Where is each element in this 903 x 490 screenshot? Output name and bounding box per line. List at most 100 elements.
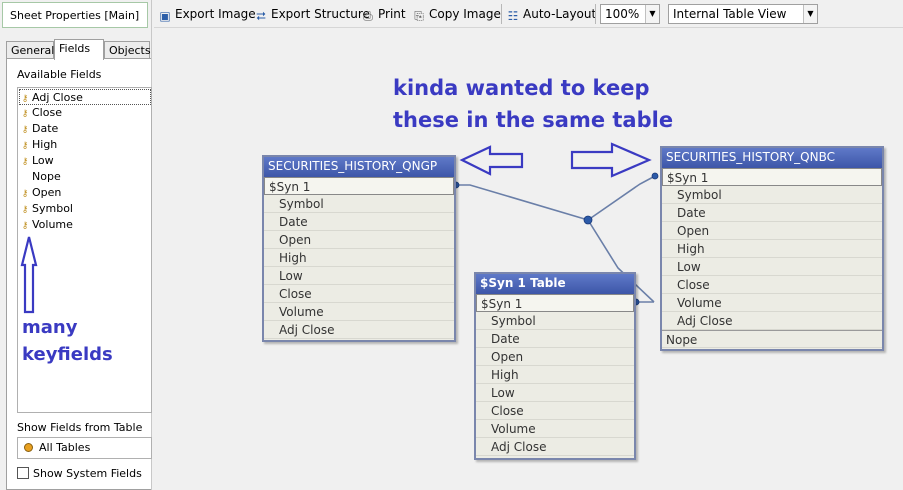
table-field-row[interactable]: Close <box>476 402 634 420</box>
table-field-row[interactable]: Date <box>662 204 882 222</box>
fields-tab-body: Available Fields ⚷Adj Close⚷Close⚷Date⚷H… <box>6 58 152 490</box>
export-image-button[interactable]: ▣ Export Image <box>158 5 256 23</box>
table-title[interactable]: SECURITIES_HISTORY_QNGP <box>264 157 454 177</box>
export-image-label: Export Image <box>175 7 256 21</box>
show-system-fields-label: Show System Fields <box>33 467 142 480</box>
table-field-row[interactable]: Symbol <box>264 195 454 213</box>
table-field-row[interactable]: Nope <box>662 330 882 348</box>
available-fields-label: Available Fields <box>17 68 102 81</box>
annotation-line: kinda wanted to keep <box>393 76 650 100</box>
field-label: Symbol <box>32 202 73 215</box>
view-select[interactable]: Internal Table View ▼ <box>668 4 818 24</box>
copy-image-label: Copy Image <box>429 7 501 21</box>
toolbar-separator <box>501 4 502 24</box>
annotation-same-table: kinda wanted to keep these in the same t… <box>393 72 673 136</box>
table-field-row[interactable]: Adj Close <box>476 438 634 456</box>
table-field-row[interactable]: $Syn 1 <box>264 177 454 195</box>
field-list-item[interactable]: ⚷Date <box>20 121 59 137</box>
sheet-properties-panel: Sheet Properties [Main] General Fields O… <box>0 0 152 490</box>
field-list-item[interactable]: ⚷Adj Close <box>19 89 151 105</box>
field-list-item[interactable]: ⚷Low <box>20 153 54 169</box>
table-field-row[interactable]: Volume <box>264 303 454 321</box>
view-value: Internal Table View <box>673 7 787 21</box>
table-field-row[interactable]: High <box>264 249 454 267</box>
table-field-row[interactable]: $Syn 1 <box>476 294 634 312</box>
printer-icon: ⎙ <box>363 9 373 23</box>
chevron-down-icon[interactable]: ▼ <box>803 5 817 23</box>
table-field-row[interactable]: Low <box>264 267 454 285</box>
chevron-down-icon[interactable]: ▼ <box>645 5 659 23</box>
table-field-row[interactable]: Symbol <box>476 312 634 330</box>
table-field-row[interactable]: Date <box>476 330 634 348</box>
field-list-item[interactable]: ⚷Close <box>20 105 62 121</box>
key-icon: ⚷ <box>21 205 29 215</box>
table-field-row[interactable]: Date <box>264 213 454 231</box>
key-icon: ⚷ <box>21 189 29 199</box>
table-filter-value: All Tables <box>39 441 91 454</box>
show-system-fields-option[interactable]: Show System Fields <box>17 467 142 480</box>
table-field-row[interactable]: Volume <box>476 420 634 438</box>
table-field-row[interactable]: Open <box>264 231 454 249</box>
print-label: Print <box>378 7 406 21</box>
panel-title: Sheet Properties [Main] <box>2 2 148 28</box>
auto-layout-button[interactable]: ☷Auto-Layout <box>506 5 597 23</box>
table-field-row[interactable]: Low <box>476 384 634 402</box>
zoom-select[interactable]: 100% ▼ <box>600 4 660 24</box>
table-title[interactable]: $Syn 1 Table <box>476 274 634 294</box>
tab-objects[interactable]: Objects <box>104 41 151 59</box>
table-field-row[interactable]: High <box>476 366 634 384</box>
table-field-row[interactable]: Volume <box>662 294 882 312</box>
tab-fields[interactable]: Fields <box>54 39 104 60</box>
tab-general[interactable]: General <box>6 41 54 59</box>
field-label: Nope <box>32 170 61 183</box>
table-field-row[interactable]: Adj Close <box>264 321 454 339</box>
table-field-row[interactable]: Close <box>662 276 882 294</box>
toolbar: ▣ Export Image ⮂ Export Structure ⎙ Print ⎘… <box>154 0 903 28</box>
table-field-row[interactable]: Low <box>662 258 882 276</box>
key-icon: ⚷ <box>21 141 29 151</box>
show-fields-from-label: Show Fields from Table <box>17 421 143 434</box>
annotation-line: keyfields <box>22 344 113 365</box>
field-label: Open <box>32 186 62 199</box>
field-label: Volume <box>32 218 73 231</box>
table-field-row[interactable]: Close <box>264 285 454 303</box>
field-label: Adj Close <box>32 91 83 104</box>
field-label: High <box>32 138 58 151</box>
table-title[interactable]: SECURITIES_HISTORY_QNBC <box>662 148 882 168</box>
key-icon: ⚷ <box>21 221 29 231</box>
field-label: Date <box>32 122 59 135</box>
copy-image-button[interactable]: ⎘ Copy Image <box>412 5 501 23</box>
key-icon: ⚷ <box>21 94 29 104</box>
export-structure-label: Export Structure <box>271 7 370 21</box>
table-field-row[interactable]: Open <box>662 222 882 240</box>
key-icon: ⚷ <box>21 157 29 167</box>
field-list-item[interactable]: ⚷Open <box>20 185 62 201</box>
field-list-item[interactable]: ⚷Symbol <box>20 201 73 217</box>
field-list-item[interactable]: ⚷High <box>20 137 58 153</box>
all-tables-icon <box>24 443 33 452</box>
copy-icon: ⎘ <box>414 9 424 23</box>
field-label: Low <box>32 154 54 167</box>
annotation-line: many <box>22 317 78 338</box>
table-field-row[interactable]: Open <box>476 348 634 366</box>
auto-layout-label: Auto-Layout <box>523 7 597 21</box>
print-button[interactable]: ⎙ Print <box>361 5 406 23</box>
annotation-line: these in the same table <box>393 108 674 132</box>
export-structure-button[interactable]: ⮂ Export Structure <box>254 5 370 23</box>
field-list-item[interactable]: Nope <box>20 169 61 185</box>
toolbar-separator <box>595 4 596 24</box>
export-image-icon: ▣ <box>159 9 171 23</box>
table-field-row[interactable]: $Syn 1 <box>662 168 882 186</box>
export-structure-icon: ⮂ <box>256 9 266 23</box>
annotation-many-keyfields: many keyfields <box>22 314 113 368</box>
table-field-row[interactable]: Symbol <box>662 186 882 204</box>
table-filter-select[interactable]: All Tables <box>17 437 152 459</box>
show-system-fields-checkbox[interactable] <box>17 467 29 479</box>
table-field-row[interactable]: Adj Close <box>662 312 882 330</box>
table-field-row[interactable]: High <box>662 240 882 258</box>
field-list-item[interactable]: ⚷Volume <box>20 217 73 233</box>
